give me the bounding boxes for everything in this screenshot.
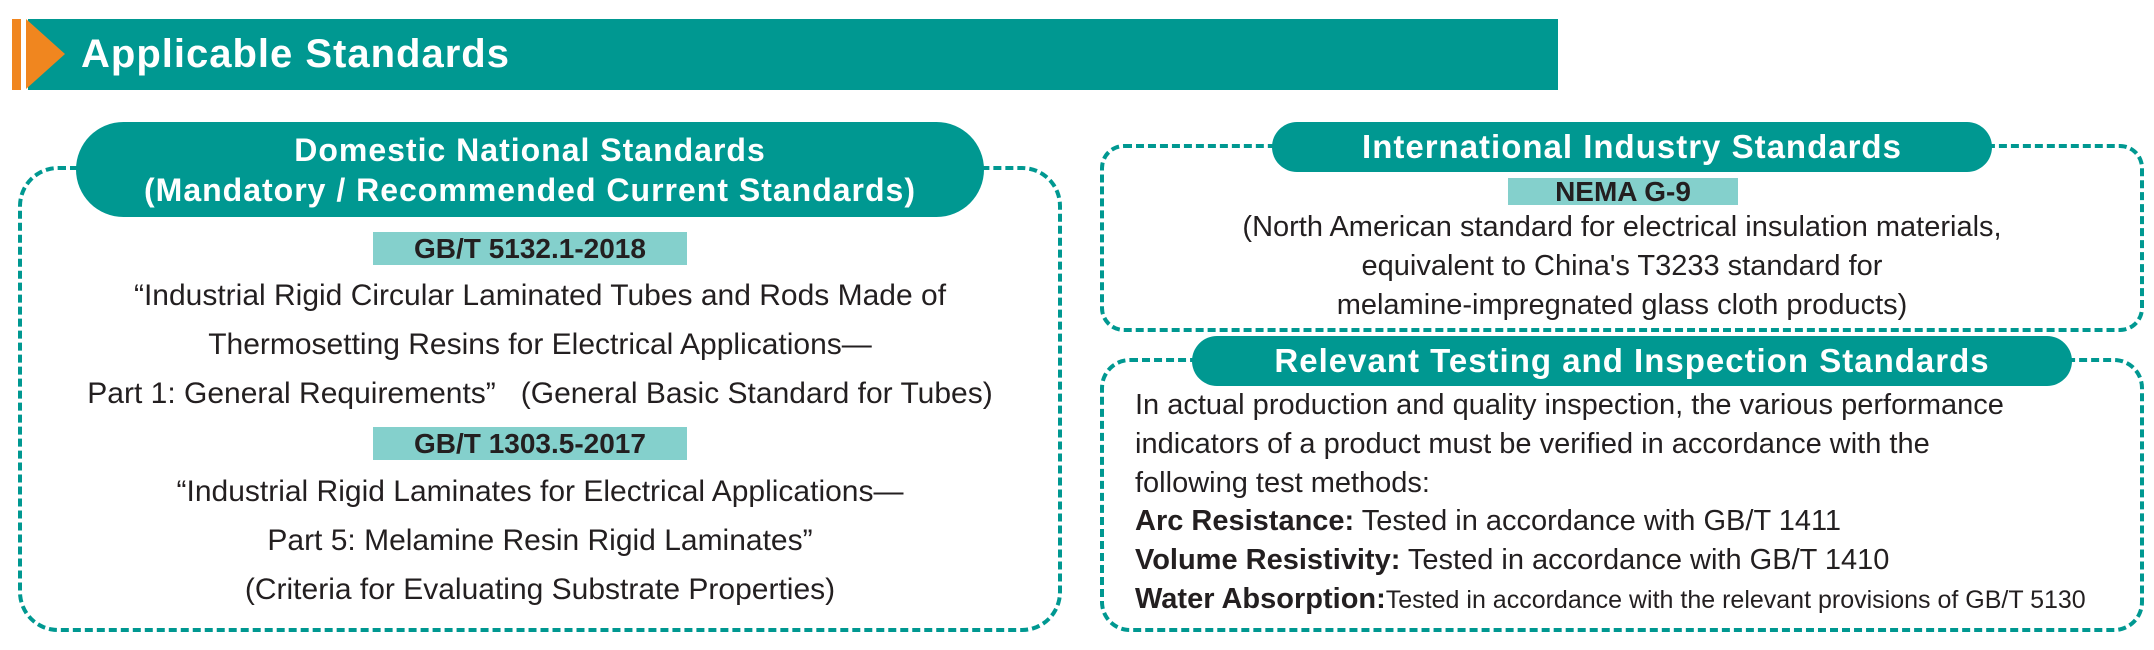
std2-title-line1: “Industrial Rigid Laminates for Electric…	[176, 475, 904, 508]
play-arrow-icon	[26, 19, 65, 89]
testing-standards-heading: Relevant Testing and Inspection Standard…	[1192, 336, 2072, 386]
test-item-text: Tested in accordance with GB/T 1411	[1354, 505, 1842, 537]
section-header-bar	[28, 19, 1558, 90]
testing-intro-line1: In actual production and quality inspect…	[1135, 389, 2004, 421]
testing-intro-line2: indicators of a product must be verified…	[1135, 428, 1930, 460]
test-item-volume-resistivity: Volume Resistivity: Tested in accordance…	[1135, 541, 1889, 580]
test-item-text: Tested in accordance with GB/T 1410	[1400, 544, 1890, 576]
test-item-text: Tested in accordance with the relevant p…	[1385, 586, 2086, 614]
standard-code-gbt-1303: GB/T 1303.5-2017	[373, 427, 687, 460]
std1-title-line1: “Industrial Rigid Circular Laminated Tub…	[133, 279, 947, 312]
std2-title-line3: (Criteria for Evaluating Substrate Prope…	[244, 573, 836, 606]
std2-title-line2: Part 5: Melamine Resin Rigid Laminates”	[267, 524, 813, 557]
test-item-arc-resistance: Arc Resistance: Tested in accordance wit…	[1135, 502, 1841, 541]
standard-code-nema-g9: NEMA G-9	[1508, 178, 1738, 206]
test-item-label: Water Absorption:	[1135, 583, 1386, 615]
header-accent-stripe	[12, 19, 21, 90]
test-item-label: Arc Resistance:	[1135, 505, 1355, 537]
standard-code-gbt-5132: GB/T 5132.1-2018	[373, 232, 687, 265]
page-title: Applicable Standards	[81, 32, 510, 76]
std1-title-line3: Part 1: General Requirements” (General B…	[87, 377, 993, 410]
international-standards-heading: International Industry Standards	[1272, 122, 1992, 172]
test-item-label: Volume Resistivity:	[1135, 544, 1401, 576]
testing-intro-line3: following test methods:	[1135, 467, 1430, 499]
nema-description-line3: melamine-impregnated glass cloth product…	[1336, 289, 1908, 321]
domestic-heading-line1: Domestic National Standards	[294, 132, 766, 168]
nema-description-line1: (North American standard for electrical …	[1242, 211, 2002, 243]
domestic-heading-line2: (Mandatory / Recommended Current Standar…	[144, 172, 916, 208]
nema-description-line2: equivalent to China's T3233 standard for	[1361, 250, 1883, 282]
domestic-standards-heading: Domestic National Standards (Mandatory /…	[76, 122, 984, 217]
std1-title-line2: Thermosetting Resins for Electrical Appl…	[208, 328, 872, 361]
test-item-water-absorption: Water Absorption:Tested in accordance wi…	[1135, 580, 2086, 620]
